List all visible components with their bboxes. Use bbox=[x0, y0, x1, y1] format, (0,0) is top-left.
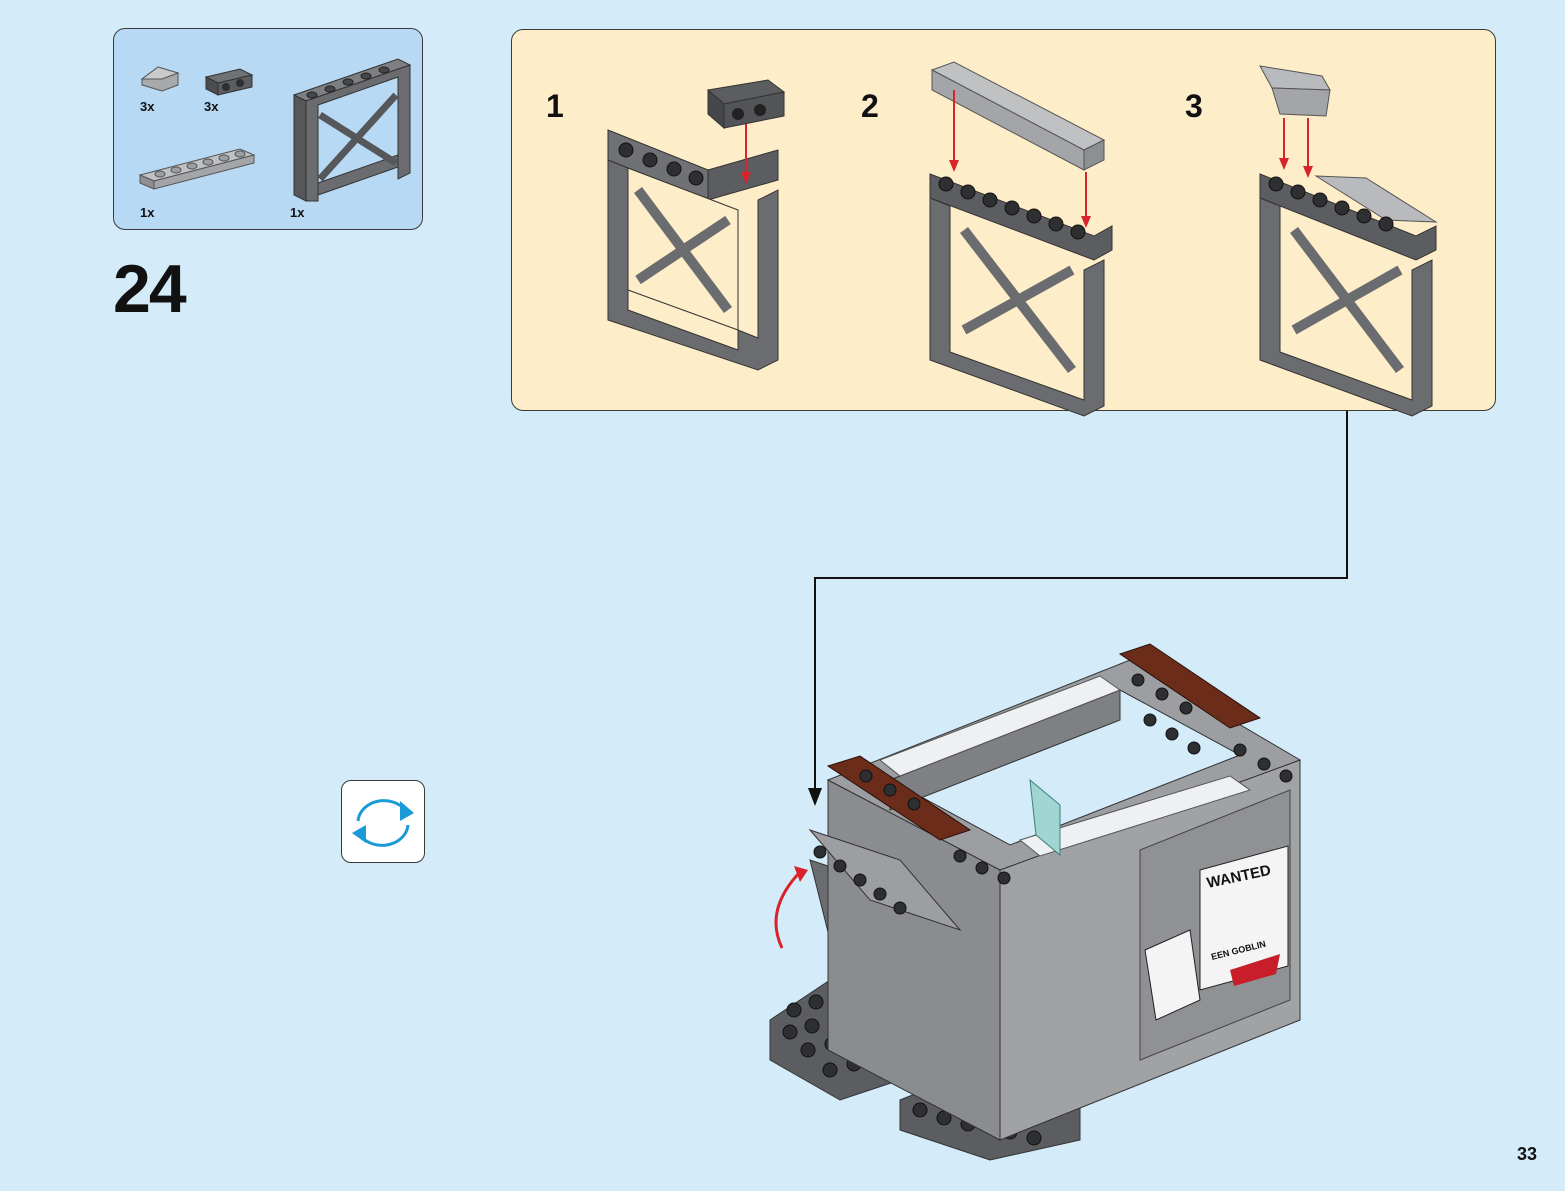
plate-1x6-icon bbox=[138, 148, 256, 190]
frame-assembly-3 bbox=[1259, 65, 1438, 417]
substep-number: 1 bbox=[546, 88, 564, 124]
rotate-model-icon bbox=[341, 780, 425, 863]
step-number: 24 bbox=[113, 251, 187, 327]
bracket-plate-icon bbox=[204, 68, 254, 96]
part-qty: 3x bbox=[140, 99, 155, 114]
parts-list-callout: 3x 3x 1x 1x bbox=[113, 28, 423, 230]
substeps-callout: 1 2 3 bbox=[511, 29, 1496, 417]
substep-number: 2 bbox=[861, 88, 879, 124]
part-qty: 3x bbox=[204, 99, 219, 114]
wanted-poster: WANTED EEN GOBLIN bbox=[1199, 845, 1289, 991]
part-qty: 1x bbox=[290, 205, 305, 220]
support-frame-icon bbox=[292, 58, 412, 202]
frame-assembly-1 bbox=[607, 79, 786, 371]
frame-assembly-2 bbox=[929, 61, 1113, 417]
slope-brick-icon bbox=[140, 66, 180, 92]
part-qty: 1x bbox=[140, 205, 155, 220]
building-model: WANTED EEN GOBLIN bbox=[769, 643, 1302, 1161]
page-number: 33 bbox=[1516, 1144, 1537, 1164]
substep-number: 3 bbox=[1185, 88, 1203, 124]
